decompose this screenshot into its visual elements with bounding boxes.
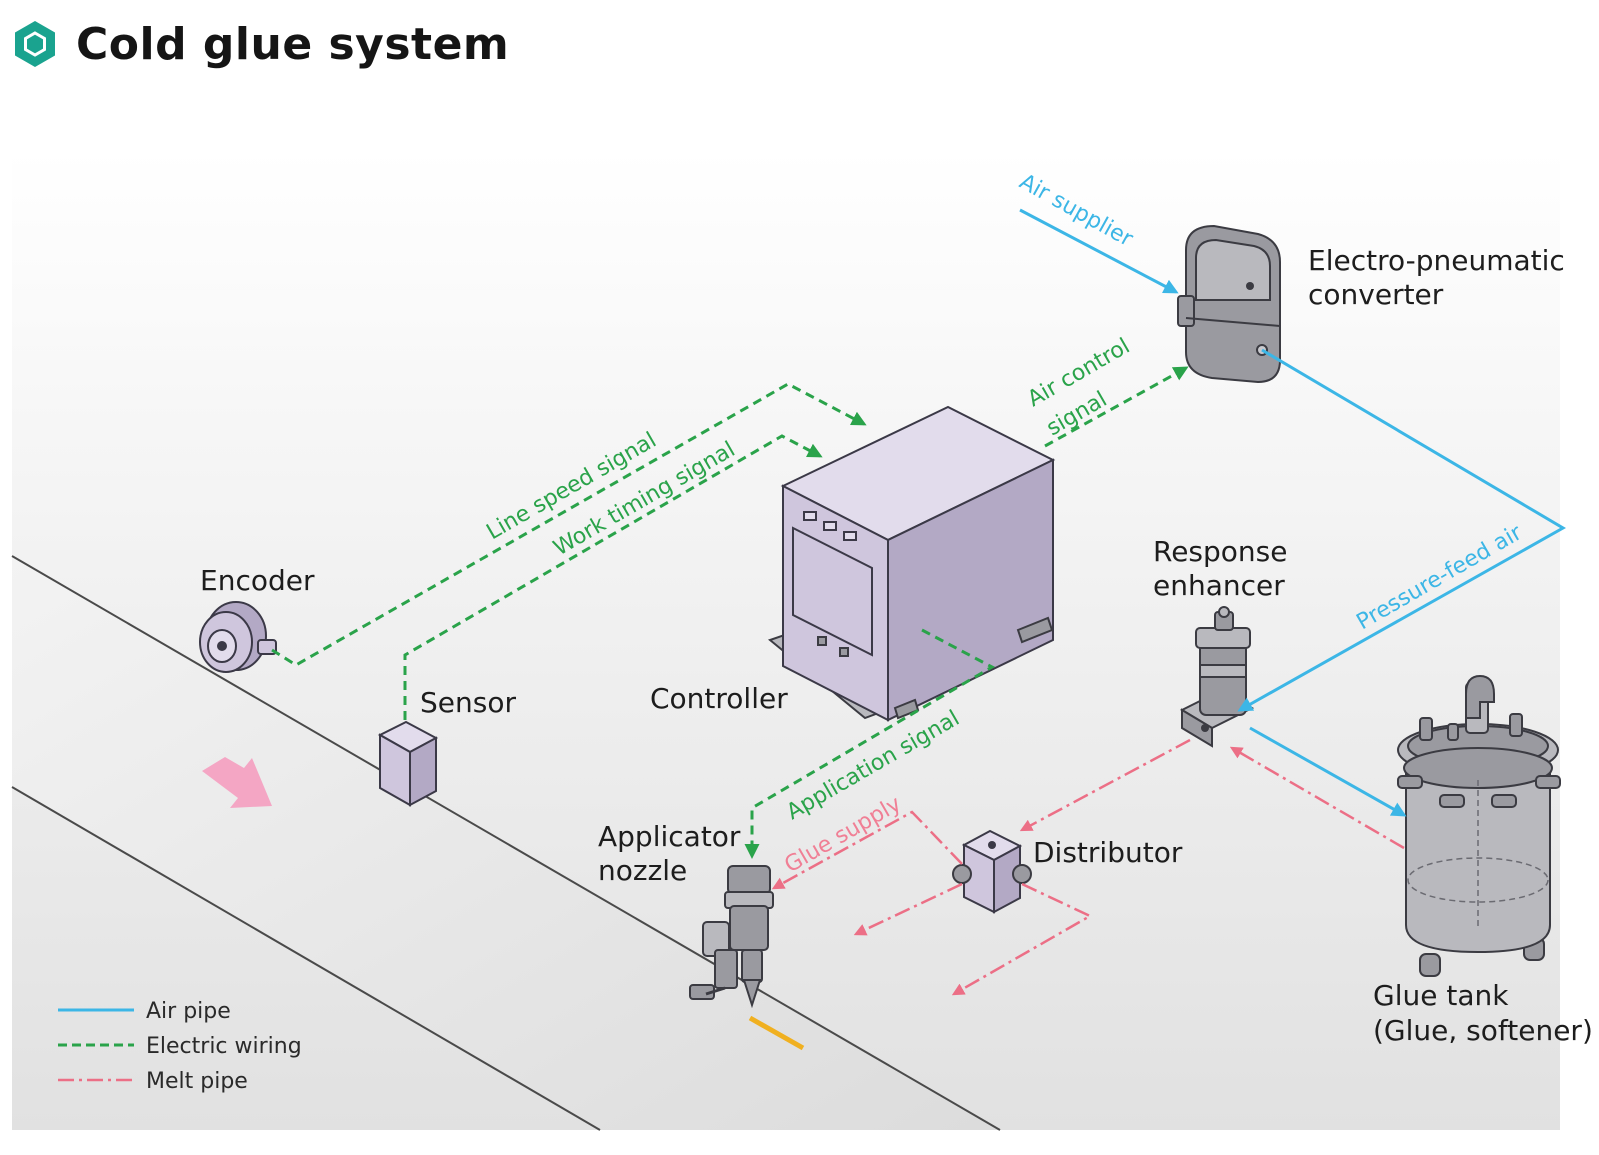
- controller-device: [767, 405, 1056, 722]
- legend-electric-wiring: Electric wiring: [146, 1034, 302, 1059]
- glue-tank-label-line1: Glue tank: [1373, 979, 1509, 1012]
- applicator-label-line2: nozzle: [598, 854, 687, 887]
- enhancer-to-distributor-pipe: [1019, 738, 1191, 832]
- applicator-nozzle: [689, 865, 774, 1009]
- electro-pneumatic-converter: [1177, 224, 1281, 384]
- controller-label: Controller: [650, 682, 788, 715]
- response-enhancer-label-line2: enhancer: [1153, 569, 1285, 602]
- air-control-wire: [1044, 366, 1189, 448]
- encoder-device: [199, 601, 277, 673]
- glue-tank: [1397, 674, 1561, 977]
- glue-tank-label-line2: (Glue, softener): [1373, 1014, 1593, 1047]
- page-title: Cold glue system: [76, 18, 510, 70]
- distributor-to-nozzle-pipe: [771, 810, 963, 890]
- glue-bead: [748, 1015, 805, 1051]
- pressure-feed-pipe: [1237, 348, 1566, 712]
- air-supply-pipe: [1019, 208, 1179, 294]
- page-header: Cold glue system: [12, 14, 509, 74]
- converter-label-line2: converter: [1308, 278, 1444, 311]
- distributor-device: [952, 829, 1032, 914]
- converter-label-line1: Electro-pneumatic: [1308, 244, 1565, 277]
- sensor-label: Sensor: [420, 686, 516, 719]
- applicator-label-line1: Applicator: [598, 820, 741, 853]
- legend-melt-pipe: Melt pipe: [146, 1069, 248, 1094]
- response-enhancer-label-line1: Response: [1153, 535, 1287, 568]
- legend-air-pipe: Air pipe: [146, 999, 231, 1024]
- sensor-device: [377, 720, 439, 807]
- distributor-branch-pipe-1: [853, 882, 963, 936]
- hexagon-icon: [15, 21, 55, 67]
- distributor-label: Distributor: [1033, 836, 1183, 869]
- tank-to-enhancer-pipe: [1229, 746, 1405, 850]
- response-enhancer: [1179, 606, 1255, 748]
- legend: Air pipe Electric wiring Melt pipe: [58, 999, 302, 1094]
- encoder-label: Encoder: [200, 564, 315, 597]
- work-timing-wire: [403, 434, 823, 720]
- conveyor-direction-arrow: [202, 757, 272, 808]
- enhancer-to-tank-pipe: [1249, 726, 1407, 817]
- application-wire: [744, 628, 996, 859]
- line-speed-wire: [271, 382, 867, 667]
- distributor-branch-pipe-2: [951, 882, 1093, 996]
